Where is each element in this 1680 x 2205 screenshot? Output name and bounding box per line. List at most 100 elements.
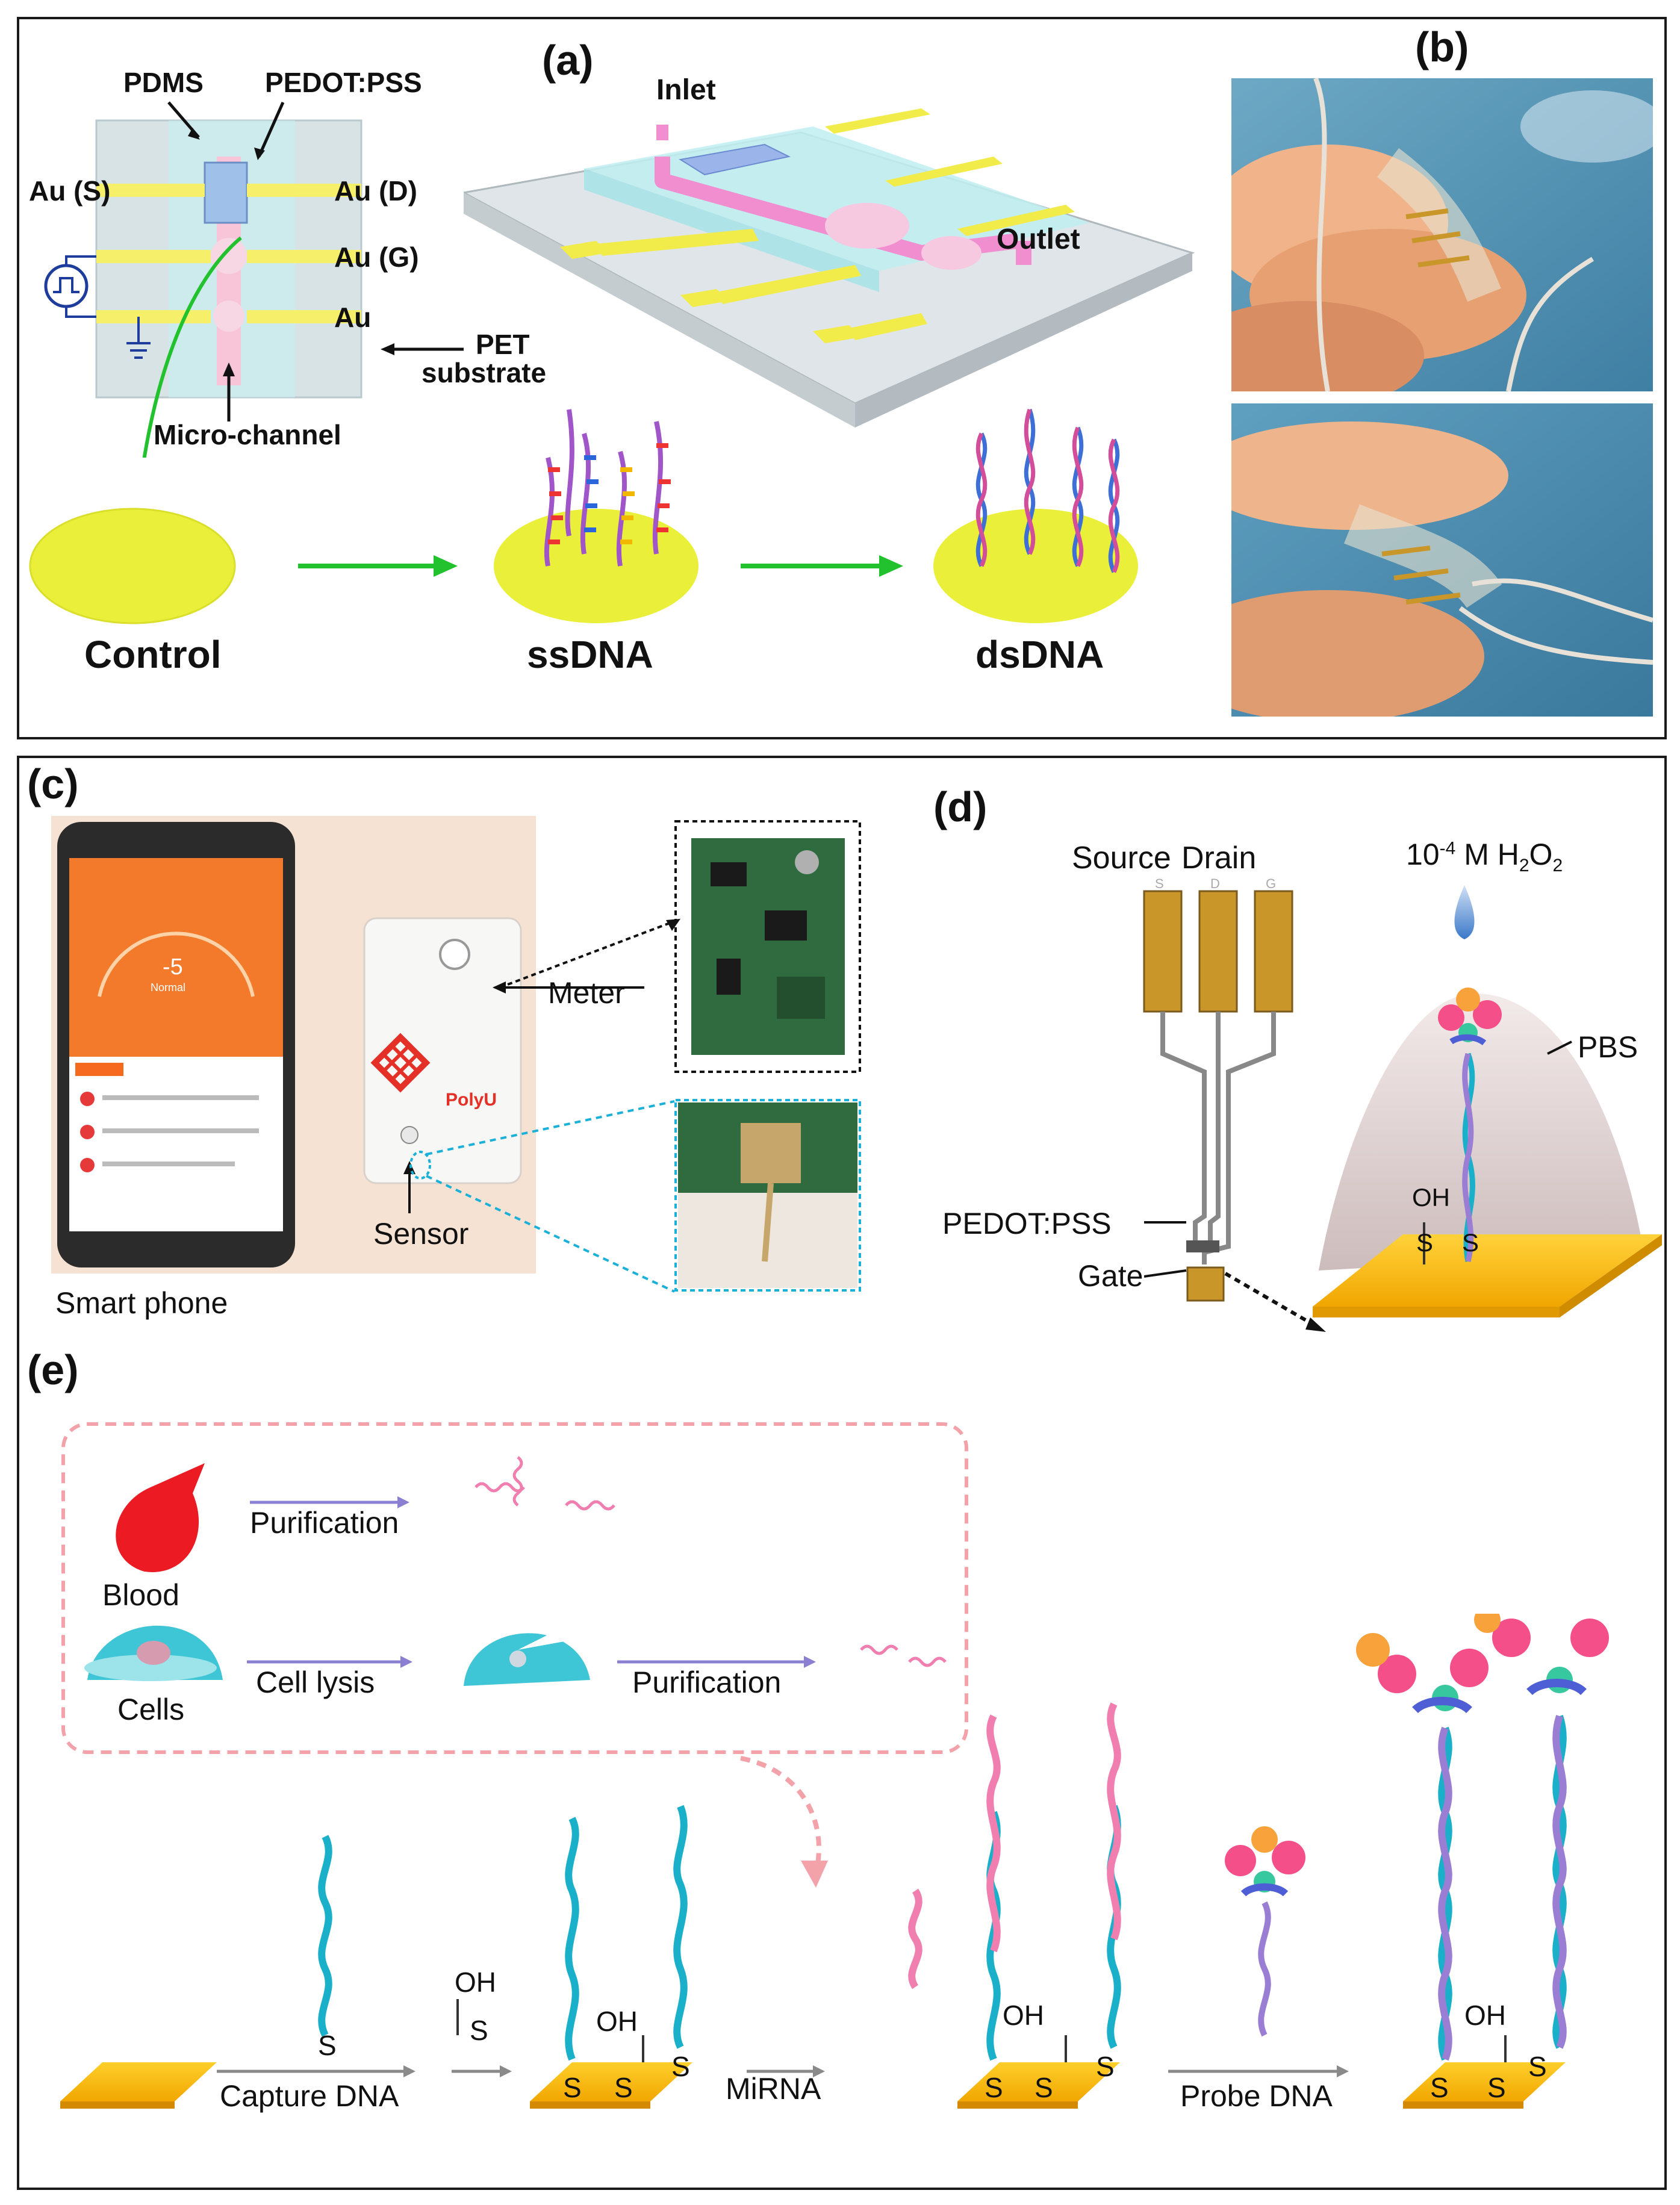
flexible-device-photo-bottom — [1231, 403, 1653, 717]
panel-a-frame — [17, 17, 1667, 739]
panel-cde-frame — [17, 756, 1667, 2190]
lysed-cell-icon — [464, 1633, 590, 1686]
plate3-mirna-2 — [1107, 1702, 1121, 1941]
control-disk — [30, 509, 235, 623]
dna-disks-row — [29, 408, 1138, 624]
label-s-e4: S — [614, 2072, 633, 2103]
label-purification-1: Purification — [250, 1506, 399, 1540]
panel-e-label: (e) — [27, 1346, 79, 1393]
gold-plate-3 — [957, 2062, 1120, 2101]
label-oh-e2: OH — [596, 2006, 638, 2037]
free-mirna — [908, 1888, 922, 1989]
label-capture-dna: Capture DNA — [220, 2079, 399, 2113]
label-s1-d: S — [1416, 1228, 1434, 1257]
assay-workflow — [60, 1614, 1609, 2109]
electrode-strip — [1143, 890, 1293, 1302]
panel-a-label: (a) — [542, 37, 594, 84]
label-cells: Cells — [117, 1693, 185, 1726]
label-pbs: PBS — [1578, 1030, 1638, 1064]
label-gate: Gate — [1078, 1259, 1143, 1293]
panel-b-label: (b) — [1415, 23, 1469, 70]
label-s-e6: S — [985, 2072, 1003, 2103]
pedot-channel — [1186, 1240, 1219, 1252]
label-oh-e1: OH — [455, 1967, 496, 1998]
label-control: Control — [84, 633, 222, 676]
gold-plate-4 — [1403, 2062, 1566, 2101]
label-drain: Drain — [1181, 841, 1257, 875]
smart-phone-photo — [51, 816, 536, 1274]
dashed-curve-arrow — [740, 1756, 828, 1888]
label-ssdna: ssDNA — [527, 633, 653, 676]
gate-zoom-arrow — [1224, 1272, 1326, 1332]
device-top-view — [44, 101, 464, 458]
blood-drop-icon — [116, 1463, 205, 1572]
label-s-e7: S — [1034, 2072, 1053, 2103]
gate-electrode — [1186, 1266, 1225, 1302]
label-pedot: PEDOT:PSS — [265, 67, 422, 98]
ref-well — [213, 300, 244, 332]
gate-pointer — [1144, 1269, 1187, 1278]
plate2-strand-2 — [673, 1805, 688, 2049]
arrow-mirna — [813, 2065, 825, 2077]
phone-value: -5 — [163, 954, 183, 980]
label-au-s: Au (S) — [29, 175, 111, 207]
label-mirna: MiRNA — [726, 2072, 821, 2106]
label-s-e9: S — [1430, 2072, 1449, 2103]
arrow-probe — [1337, 2065, 1349, 2077]
label-s-e1: S — [318, 2030, 337, 2061]
ground-icon — [126, 317, 151, 359]
label-substrate: substrate — [422, 357, 547, 388]
enzyme-label — [1438, 987, 1502, 1046]
flexible-device-photo-top — [1231, 78, 1653, 391]
gold-gate-plate — [1313, 1234, 1662, 1307]
dsdna-disk — [933, 509, 1138, 623]
h2o2-o: O — [1529, 838, 1553, 871]
polyu-logo — [370, 1033, 431, 1093]
gold-plate-2 — [530, 2062, 692, 2101]
mirna-squiggles — [474, 1456, 947, 1667]
label-au: Au — [334, 302, 372, 333]
h2o2-prefix: 10 — [1406, 838, 1440, 871]
label-purification-2: Purification — [632, 1665, 782, 1699]
pulse-source-icon — [44, 264, 89, 308]
au-d-lead — [247, 184, 361, 197]
arrow-capture — [403, 2065, 415, 2077]
label-s-e11: S — [1528, 2051, 1547, 2082]
green-curve-arrow — [142, 236, 242, 458]
ssdna-disk — [494, 509, 698, 623]
ssdna-strands — [544, 409, 671, 567]
label-cell-lysis: Cell lysis — [256, 1665, 375, 1699]
pin-g: G — [1266, 876, 1277, 891]
label-source: Source — [1072, 841, 1171, 875]
label-h2o2: 10-4 M H2O2 — [1406, 837, 1563, 876]
h2o2-drop — [1454, 885, 1475, 939]
panel-d-label: (d) — [933, 783, 988, 830]
capture-dna-strand — [318, 1835, 332, 2037]
arrow-blocking — [500, 2065, 512, 2077]
pbs-droplet-scene — [1313, 885, 1662, 1317]
h2o2-sub1: 2 — [1519, 856, 1529, 875]
sensor-inset — [674, 1099, 861, 1292]
label-sensor: Sensor — [373, 1217, 469, 1251]
gate-well — [211, 238, 247, 274]
label-outlet: Outlet — [997, 223, 1080, 255]
polyu-brand: PolyU — [446, 1090, 497, 1110]
label-oh-e4: OH — [1464, 2000, 1506, 2031]
pbs-dome — [1319, 994, 1644, 1270]
label-oh-d: OH — [1412, 1183, 1450, 1211]
h2o2-exp: -4 — [1439, 838, 1456, 859]
label-pdms: PDMS — [123, 67, 204, 98]
label-au-g: Au (G) — [334, 241, 419, 273]
pin-d: D — [1210, 876, 1220, 891]
label-s-e5: S — [671, 2051, 690, 2082]
phone-status: Normal — [151, 981, 186, 994]
arrow-ssdna-to-dsdna — [879, 555, 903, 577]
au-g-lead-right — [247, 250, 361, 263]
label-s2-d: S — [1462, 1228, 1479, 1257]
au-lead-right — [247, 310, 361, 323]
final-enzyme-label-2 — [1474, 1614, 1609, 1696]
label-smart-phone: Smart phone — [55, 1286, 228, 1320]
h2o2-mid: M H — [1455, 838, 1519, 871]
label-s-e8: S — [1096, 2051, 1115, 2082]
label-inlet: Inlet — [656, 74, 716, 106]
